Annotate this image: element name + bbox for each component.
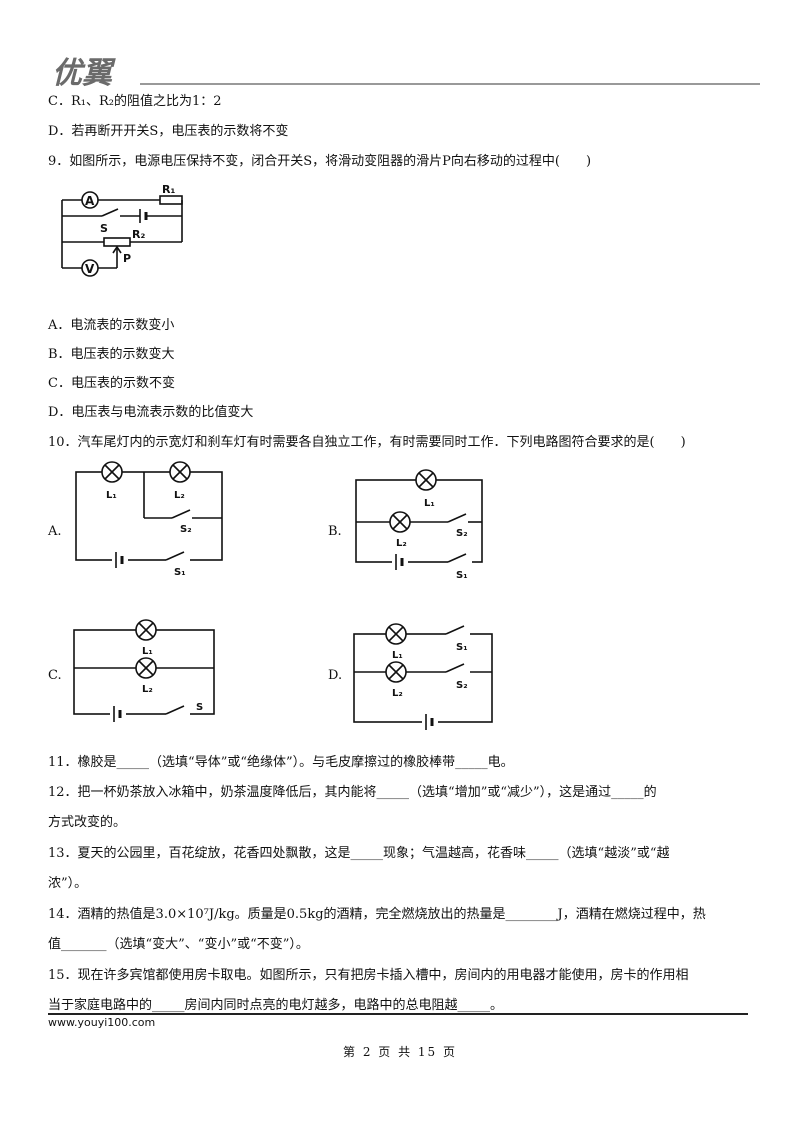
option-c-prev: C．R₁、R₂的阻值之比为1：2 (48, 94, 222, 109)
svg-text:L₂: L₂ (392, 688, 403, 699)
question-14-line2: 值_______（选填“变大”、“变小”或“不变”）。 (48, 937, 309, 952)
svg-text:S₂: S₂ (180, 524, 192, 535)
svg-text:S₂: S₂ (456, 680, 468, 691)
question-12-line2: 方式改变的。 (48, 815, 127, 830)
question-14-line1: 14．酒精的热值是3.0×10⁷J/kg。质量是0.5kg的酒精，完全燃烧放出的… (48, 907, 706, 922)
svg-text:S: S (100, 222, 108, 235)
svg-text:S₁: S₁ (456, 570, 468, 581)
question-10: 10．汽车尾灯内的示宽灯和刹车灯有时需要各自独立工作，有时需要同时工作．下列电路… (48, 435, 686, 450)
svg-text:L₂: L₂ (174, 490, 185, 501)
q9-option-c: C．电压表的示数不变 (48, 376, 175, 391)
q10-circuit-d: L₁ S₁ L₂ S₂ (353, 623, 493, 730)
svg-text:V: V (85, 262, 95, 276)
q10-label-b: B. (328, 524, 342, 539)
resistor-r2 (103, 237, 131, 247)
svg-text:S₂: S₂ (456, 528, 468, 539)
svg-text:R₂: R₂ (132, 228, 145, 241)
svg-text:R₁: R₁ (162, 183, 175, 196)
svg-text:S₁: S₁ (174, 567, 186, 578)
question-13-line1: 13．夏天的公园里，百花绽放，花香四处飘散，这是_____现象；气温越高，花香味… (48, 846, 670, 861)
q9-option-b: B．电压表的示数变大 (48, 347, 175, 362)
youyi-logo: 优翼 (52, 56, 116, 90)
question-11: 11．橡胶是_____（选填“导体”或“绝缘体”）。与毛皮摩擦过的橡胶棒带___… (48, 755, 514, 770)
q10-label-a: A. (48, 524, 62, 539)
q9-option-d: D．电压表与电流表示数的比值变大 (48, 405, 254, 420)
q9-circuit-diagram: A R₁ S R₂ P V (61, 183, 183, 277)
resistor-r1 (159, 195, 183, 205)
q9-option-a: A．电流表的示数变小 (48, 318, 175, 333)
page-number: 第 2 页 共 15 页 (343, 1045, 457, 1059)
switch-s2 (171, 509, 191, 519)
footer-url: www.youyi100.com (48, 1016, 156, 1029)
svg-text:L₁: L₁ (106, 490, 117, 501)
svg-text:P: P (123, 252, 131, 265)
q10-circuit-c: L₁ L₂ S (73, 619, 215, 722)
header-rule (140, 83, 760, 85)
switch-s1 (447, 553, 467, 563)
svg-text:A: A (85, 194, 95, 208)
question-15-line1: 15．现在许多宾馆都使用房卡取电。如图所示，只有把房卡插入槽中，房间内的用电器才… (48, 968, 689, 983)
footer-rule (48, 1013, 748, 1015)
question-9: 9．如图所示，电源电压保持不变，闭合开关S，将滑动变阻器的滑片P向右移动的过程中… (48, 154, 592, 169)
q10-label-c: C. (48, 668, 62, 683)
svg-text:S: S (196, 702, 203, 713)
q10-label-d: D. (328, 668, 343, 683)
svg-text:L₁: L₁ (424, 498, 435, 509)
question-13-line2: 浓”）。 (48, 876, 88, 891)
logo-text: 优翼 (52, 56, 116, 90)
question-15-line2: 当于家庭电路中的_____房间内同时点亮的电灯越多，电路中的总电阻越_____。 (48, 998, 504, 1013)
switch-s1 (445, 625, 465, 635)
svg-text:L₁: L₁ (392, 650, 403, 661)
switch-s (101, 208, 119, 217)
switch-s2 (445, 663, 465, 673)
q10-circuit-b: L₁ L₂ S₂ S₁ (355, 469, 483, 581)
switch-s1 (165, 551, 185, 561)
svg-text:S₁: S₁ (456, 642, 468, 653)
question-12-line1: 12．把一杯奶茶放入冰箱中，奶茶温度降低后，其内能将_____（选填“增加”或“… (48, 785, 657, 800)
option-d-prev: D．若再断开开关S，电压表的示数将不变 (48, 124, 289, 139)
svg-text:L₂: L₂ (142, 684, 153, 695)
svg-text:L₂: L₂ (396, 538, 407, 549)
switch-s (165, 705, 185, 715)
q10-circuit-a: L₁ L₂ S₂ S₁ (75, 461, 223, 578)
switch-s2 (447, 513, 467, 523)
svg-text:L₁: L₁ (142, 646, 153, 657)
